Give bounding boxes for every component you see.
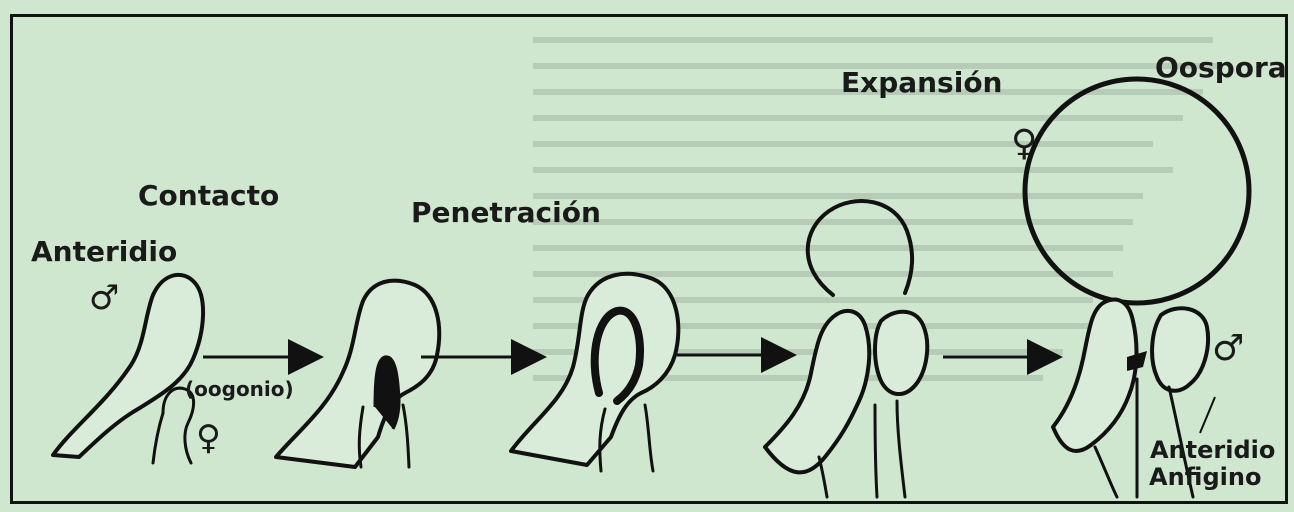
stalk-4-right bbox=[897, 401, 905, 497]
label-oogonio: (oogonio) bbox=[185, 377, 294, 401]
oogonium-1-left bbox=[153, 413, 163, 463]
oogonium-2-right bbox=[403, 405, 409, 467]
antheridium-5-left bbox=[1053, 300, 1136, 451]
diagram-panel: Contacto Anteridio ♂ (oogonio) ♀ bbox=[10, 14, 1288, 504]
stage-2 bbox=[276, 281, 439, 467]
antheridium-4-left bbox=[765, 311, 869, 473]
label-anteridio-anfigino-line2: Anfigino bbox=[1149, 463, 1261, 491]
stalk-4-mid bbox=[875, 405, 877, 497]
label-anteridio: Anteridio bbox=[31, 235, 177, 268]
oogonium-3-right bbox=[645, 405, 653, 471]
stage-contacto: Contacto Anteridio ♂ (oogonio) ♀ bbox=[31, 179, 294, 463]
callout-line bbox=[1200, 397, 1215, 433]
male-symbol-2: ♂ bbox=[1212, 328, 1244, 369]
antheridium-4-right bbox=[875, 312, 927, 394]
label-contacto: Contacto bbox=[138, 179, 279, 212]
oospore bbox=[1025, 79, 1249, 303]
label-penetracion: Penetración bbox=[411, 196, 601, 229]
antheridium-2 bbox=[276, 281, 439, 467]
stalk-5-left bbox=[1095, 447, 1117, 497]
male-symbol-1: ♂ bbox=[89, 278, 119, 318]
reproduction-stages-diagram: Contacto Anteridio ♂ (oogonio) ♀ bbox=[13, 17, 1285, 501]
label-anteridio-anfigino-line1: Anteridio bbox=[1150, 436, 1275, 464]
stage-penetracion: Penetración bbox=[411, 196, 678, 471]
label-expansion: Expansión bbox=[841, 66, 1003, 99]
stage-expansion: Expansión bbox=[765, 66, 1003, 497]
female-symbol-1: ♀ bbox=[196, 418, 221, 458]
antheridium-1 bbox=[53, 275, 203, 457]
antheridium-5-right bbox=[1152, 308, 1208, 390]
stalk-4-left bbox=[819, 457, 827, 497]
label-oospora: Oospora bbox=[1155, 51, 1285, 84]
